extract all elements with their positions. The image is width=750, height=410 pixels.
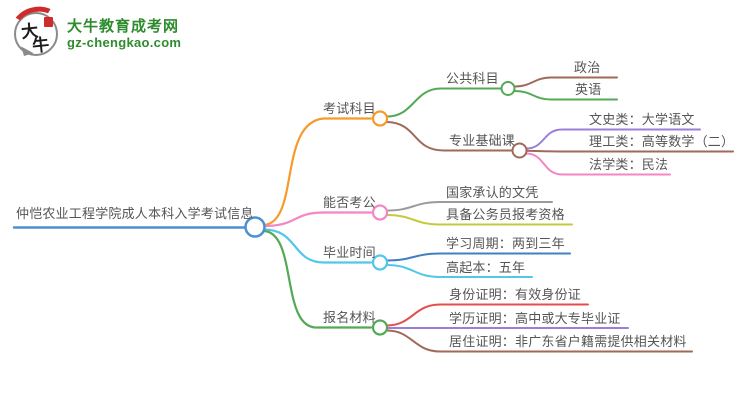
logo-url: gz-chengkao.com <box>67 35 182 50</box>
node-major-basics-line <box>386 121 513 152</box>
branch-civil-service-line <box>262 211 373 228</box>
node-public-subjects-line <box>386 87 502 118</box>
leaf-politics-label[interactable]: 政治 <box>574 60 601 75</box>
branch-graduation-time-circle[interactable] <box>371 254 389 271</box>
branch-graduation-time-line <box>262 228 373 264</box>
leaf-study-period-label[interactable]: 学习周期：两到三年 <box>446 236 565 251</box>
branch-exam-subjects-circle[interactable] <box>371 110 389 127</box>
leaf-five-years-line <box>386 264 533 278</box>
leaf-liberal-arts-line <box>525 128 701 150</box>
node-public-subjects-circle[interactable] <box>500 81 516 96</box>
logo-title: 大牛教育成考网 <box>67 18 180 35</box>
logo[interactable]: 大 牛 大牛教育成考网 gz-chengkao.com <box>8 1 181 66</box>
branch-civil-service-label[interactable]: 能否考公 <box>323 195 376 210</box>
leaf-residence-proof-label[interactable]: 居住证明：非广东省户籍需提供相关材料 <box>449 334 687 349</box>
node-public-subjects-label[interactable]: 公共科目 <box>446 71 499 86</box>
branch-exam-subjects-line <box>262 117 373 227</box>
branch-materials-line <box>262 229 373 329</box>
leaf-edu-proof-label[interactable]: 学历证明：高中或大专毕业证 <box>449 311 621 326</box>
branch-materials-circle[interactable] <box>371 319 389 336</box>
leaf-liberal-arts-label[interactable]: 文史类：大学语文 <box>589 112 695 127</box>
leaf-id-proof-label[interactable]: 身份证明：有效身份证 <box>449 287 582 302</box>
leaf-residence-proof-line <box>386 329 693 353</box>
branch-materials-label[interactable]: 报名材料 <box>323 310 376 325</box>
leaf-law-civil-label[interactable]: 法学类：民法 <box>589 157 669 172</box>
branch-civil-service-circle[interactable] <box>371 204 389 221</box>
leaf-state-diploma-label[interactable]: 国家承认的文凭 <box>446 185 539 200</box>
leaf-exam-qualification-line <box>386 214 573 226</box>
logo-bubble-char2: 牛 <box>31 35 51 57</box>
leaf-study-period-line <box>386 252 571 262</box>
logo-red-seal-icon <box>44 17 53 27</box>
root-node-circle[interactable] <box>244 216 266 238</box>
leaf-science-math-line <box>525 149 734 153</box>
logo-text: 大牛教育成考网 gz-chengkao.com <box>67 18 181 50</box>
branch-graduation-time-label[interactable]: 毕业时间 <box>323 245 376 260</box>
leaf-exam-qualification-label[interactable]: 具备公务员报考资格 <box>446 207 565 222</box>
leaf-id-proof-line <box>386 303 589 327</box>
leaf-science-math-label[interactable]: 理工类：高等数学（二） <box>589 134 735 149</box>
node-major-basics-label[interactable]: 专业基础课 <box>449 133 516 148</box>
leaf-state-diploma-line <box>386 201 553 212</box>
leaf-politics-line <box>514 76 618 88</box>
root-node-label[interactable]: 仲恺农业工程学院成人本科入学考试信息 <box>16 206 254 221</box>
leaf-english-label[interactable]: 英语 <box>575 82 602 97</box>
leaf-english-line <box>514 90 618 101</box>
leaf-five-years-label[interactable]: 高起本：五年 <box>446 260 526 275</box>
logo-bubble-icon: 大 牛 <box>8 1 64 66</box>
node-major-basics-circle[interactable] <box>511 142 528 159</box>
branch-exam-subjects-label[interactable]: 考试科目 <box>323 101 376 116</box>
leaf-law-civil-line <box>525 152 671 176</box>
